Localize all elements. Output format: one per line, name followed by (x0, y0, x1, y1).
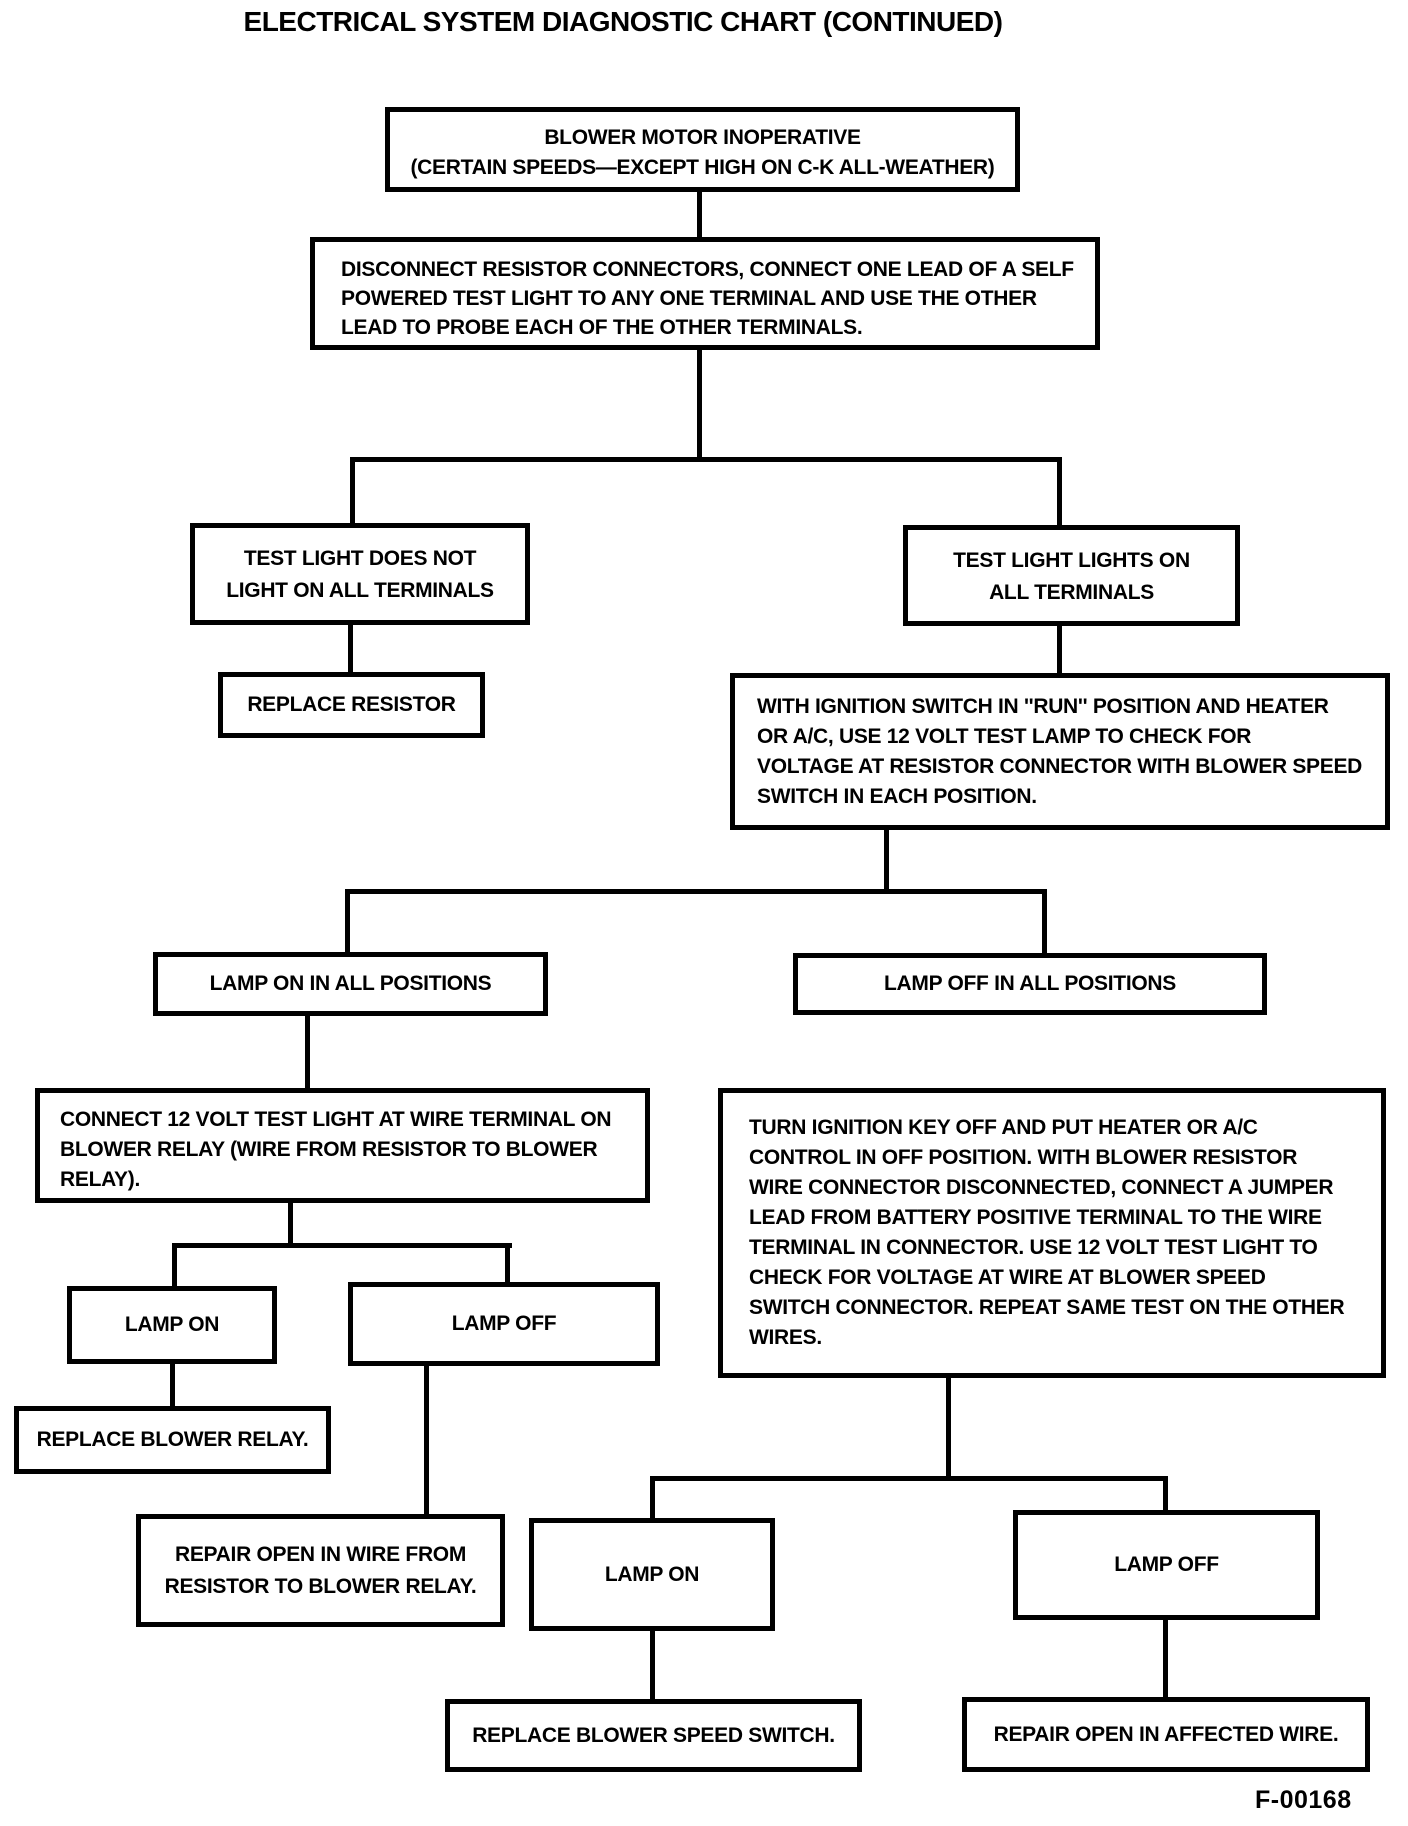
connector-line (424, 1363, 429, 1518)
page-title: ELECTRICAL SYSTEM DIAGNOSTIC CHART (CONT… (243, 6, 1003, 37)
connector-line (170, 1362, 175, 1410)
node-turn-ignition-key-off: TURN IGNITION KEY OFF AND PUT HEATER OR … (718, 1088, 1386, 1378)
connector-line (1057, 623, 1062, 678)
node-disconnect-resistor-connectors: DISCONNECT RESISTOR CONNECTORS, CONNECT … (310, 237, 1100, 350)
node-lamp-on-in-all-positions: LAMP ON IN ALL POSITIONS (153, 952, 548, 1016)
connector-line (697, 190, 702, 240)
node-repair-open-wire-resistor-relay: REPAIR OPEN IN WIRE FROM RESISTOR TO BLO… (136, 1514, 505, 1627)
figure-code: F-00168 (1255, 1786, 1352, 1814)
node-test-light-lights-on-all: TEST LIGHT LIGHTS ON ALL TERMINALS (903, 525, 1240, 626)
connector-line (350, 457, 1062, 462)
connector-line (345, 889, 1047, 894)
node-blower-motor-inoperative: BLOWER MOTOR INOPERATIVE (CERTAIN SPEEDS… (385, 107, 1020, 192)
connector-line (650, 1628, 655, 1702)
node-with-ignition-run: WITH IGNITION SWITCH IN ''RUN'' POSITION… (730, 673, 1390, 830)
node-lamp-on-2: LAMP ON (529, 1518, 775, 1631)
connector-line (946, 1375, 951, 1480)
connector-line (1042, 889, 1047, 957)
connector-line (172, 1243, 177, 1290)
node-lamp-off-2: LAMP OFF (1013, 1510, 1320, 1620)
node-lamp-off-in-all-positions: LAMP OFF IN ALL POSITIONS (793, 953, 1267, 1015)
connector-line (172, 1243, 512, 1248)
connector-line (884, 828, 889, 894)
connector-line (348, 623, 353, 676)
connector-line (1057, 457, 1062, 531)
connector-line (650, 1476, 655, 1522)
node-connect-12v-test-light: CONNECT 12 VOLT TEST LIGHT AT WIRE TERMI… (35, 1088, 650, 1203)
connector-line (305, 1013, 310, 1093)
connector-line (1163, 1476, 1168, 1516)
node-replace-resistor: REPLACE RESISTOR (218, 672, 485, 738)
connector-line (350, 457, 355, 527)
node-test-light-does-not-light: TEST LIGHT DOES NOT LIGHT ON ALL TERMINA… (190, 523, 530, 625)
connector-line (697, 350, 702, 462)
node-replace-blower-speed-switch: REPLACE BLOWER SPEED SWITCH. (445, 1699, 862, 1772)
node-replace-blower-relay: REPLACE BLOWER RELAY. (14, 1406, 331, 1474)
connector-line (505, 1243, 510, 1286)
node-lamp-off-1: LAMP OFF (348, 1282, 660, 1366)
node-lamp-on-1: LAMP ON (67, 1286, 277, 1364)
node-repair-open-affected-wire: REPAIR OPEN IN AFFECTED WIRE. (962, 1697, 1370, 1772)
connector-line (650, 1476, 1168, 1481)
connector-line (288, 1198, 293, 1248)
connector-line (345, 889, 350, 956)
connector-line (1163, 1618, 1168, 1700)
